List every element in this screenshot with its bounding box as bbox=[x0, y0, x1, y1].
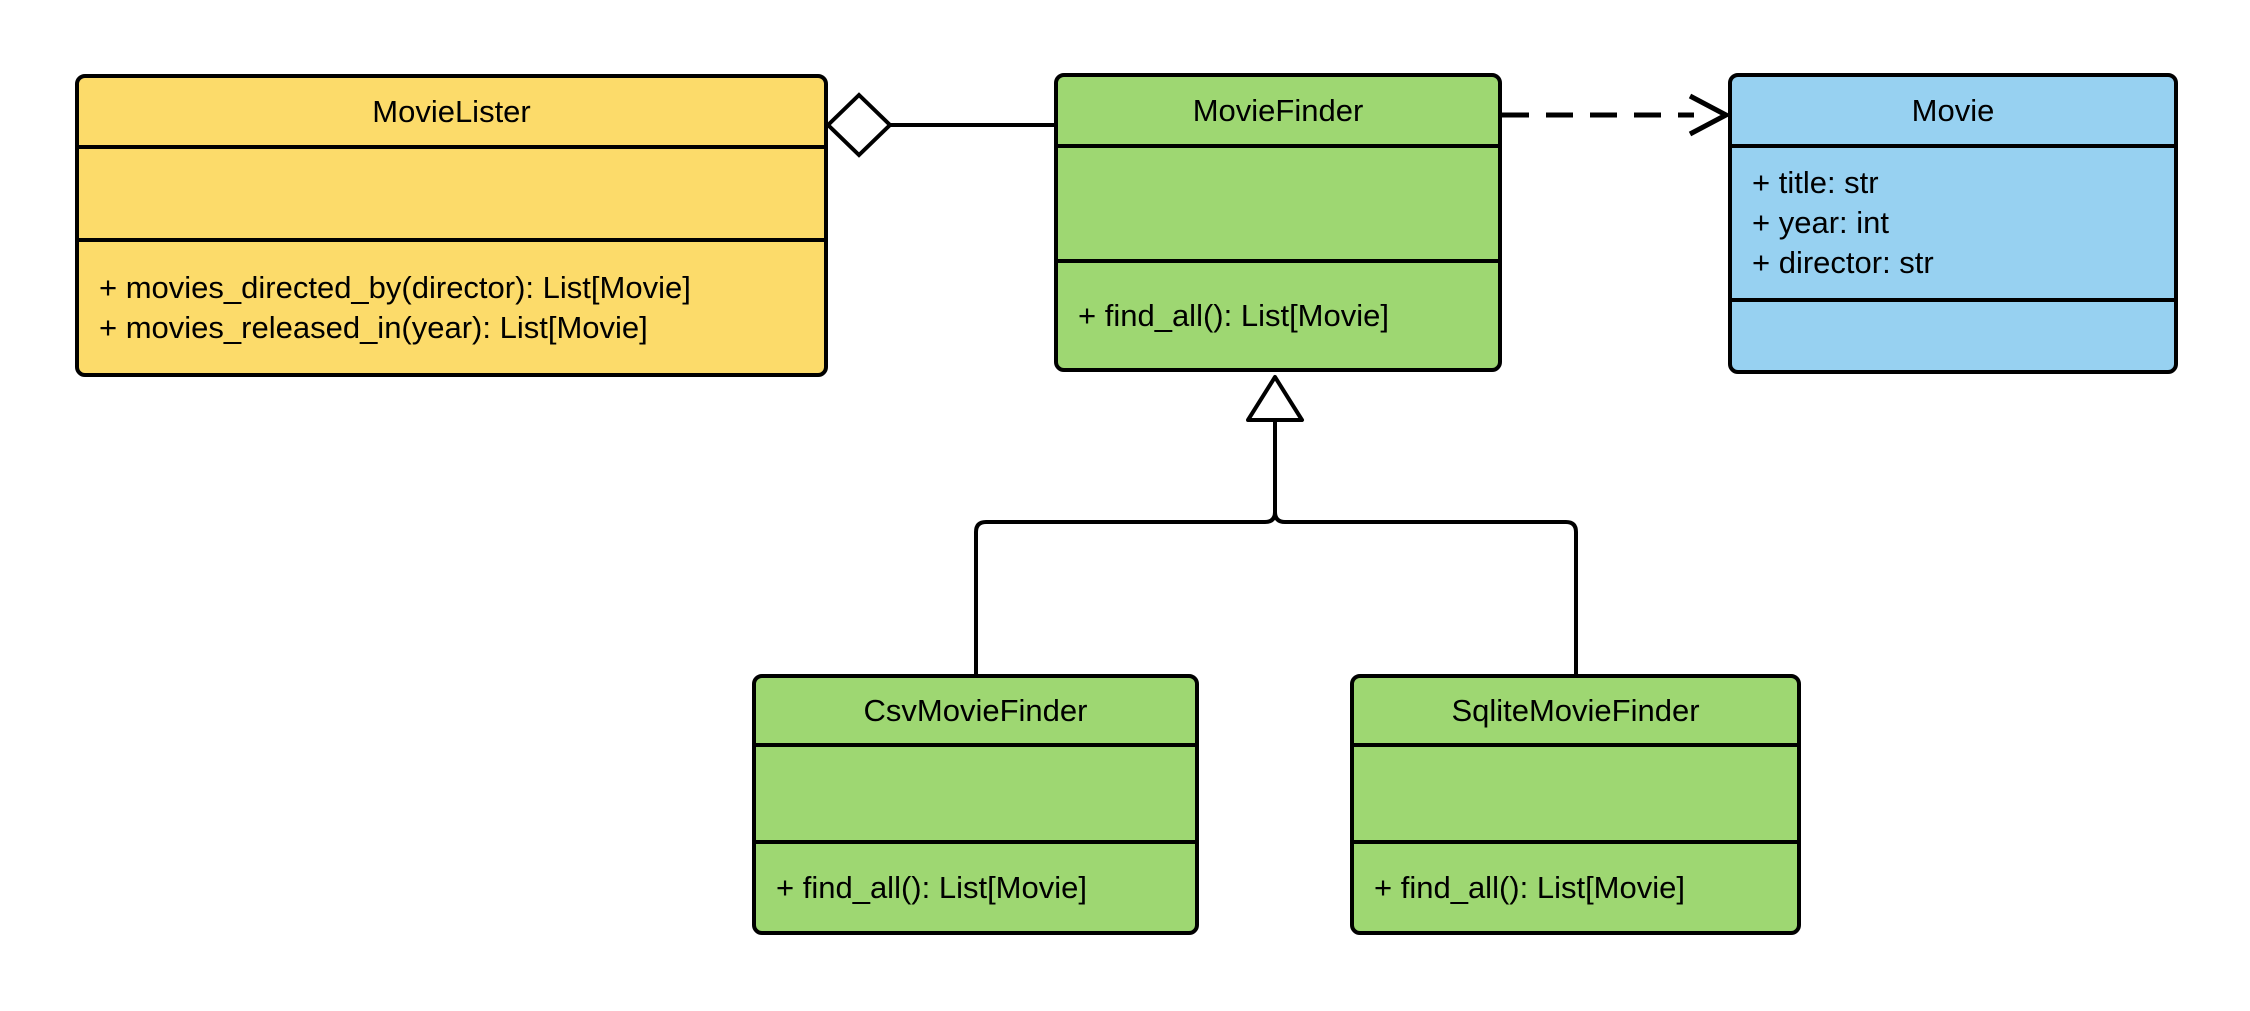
inheritance-edge-csvmoviefinder bbox=[974, 420, 1277, 674]
class-moviefinder[interactable]: MovieFinder + find_all(): List[Movie] bbox=[1054, 73, 1502, 372]
inheritance-hollow-triangle bbox=[1246, 375, 1304, 422]
method-find-all: + find_all(): List[Movie] bbox=[1374, 869, 1685, 905]
class-movie-attributes: + title: str + year: int + director: str bbox=[1732, 144, 2174, 298]
class-movie-title: Movie bbox=[1911, 92, 1995, 128]
method-find-all: + find_all(): List[Movie] bbox=[776, 869, 1087, 905]
method-find-all: + find_all(): List[Movie] bbox=[1078, 297, 1389, 333]
class-movielister-methods: + movies_directed_by(director): List[Mov… bbox=[79, 238, 824, 373]
attribute-title: + title: str bbox=[1752, 165, 1879, 200]
aggregation-diamond bbox=[825, 92, 893, 158]
class-sqlitemoviefinder-title: SqliteMovieFinder bbox=[1451, 692, 1700, 728]
class-movielister[interactable]: MovieLister + movies_directed_by(directo… bbox=[75, 74, 828, 377]
class-movielister-title: MovieLister bbox=[372, 93, 531, 129]
class-sqlitemoviefinder[interactable]: SqliteMovieFinder + find_all(): List[Mov… bbox=[1350, 674, 1801, 935]
dependency-open-arrowhead bbox=[1688, 93, 1732, 137]
class-csvmoviefinder-methods: + find_all(): List[Movie] bbox=[756, 840, 1195, 931]
class-sqlitemoviefinder-methods: + find_all(): List[Movie] bbox=[1354, 840, 1797, 931]
class-movielister-attributes bbox=[79, 145, 824, 238]
attribute-director: + director: str bbox=[1752, 245, 1934, 280]
class-movie-methods bbox=[1732, 298, 2174, 370]
attribute-year: + year: int bbox=[1752, 205, 1889, 240]
class-sqlitemoviefinder-attributes bbox=[1354, 743, 1797, 840]
class-csvmoviefinder[interactable]: CsvMovieFinder + find_all(): List[Movie] bbox=[752, 674, 1199, 935]
class-moviefinder-attributes bbox=[1058, 144, 1498, 259]
method-movies-released-in: + movies_released_in(year): List[Movie] bbox=[99, 309, 648, 345]
class-csvmoviefinder-title: CsvMovieFinder bbox=[863, 692, 1088, 728]
method-movies-directed-by: + movies_directed_by(director): List[Mov… bbox=[99, 269, 691, 305]
class-csvmoviefinder-attributes bbox=[756, 743, 1195, 840]
inheritance-edge-sqlitemoviefinder bbox=[1273, 420, 1578, 674]
class-moviefinder-title: MovieFinder bbox=[1192, 92, 1364, 128]
class-moviefinder-methods: + find_all(): List[Movie] bbox=[1058, 259, 1498, 368]
class-movie[interactable]: Movie + title: str + year: int + directo… bbox=[1728, 73, 2178, 374]
